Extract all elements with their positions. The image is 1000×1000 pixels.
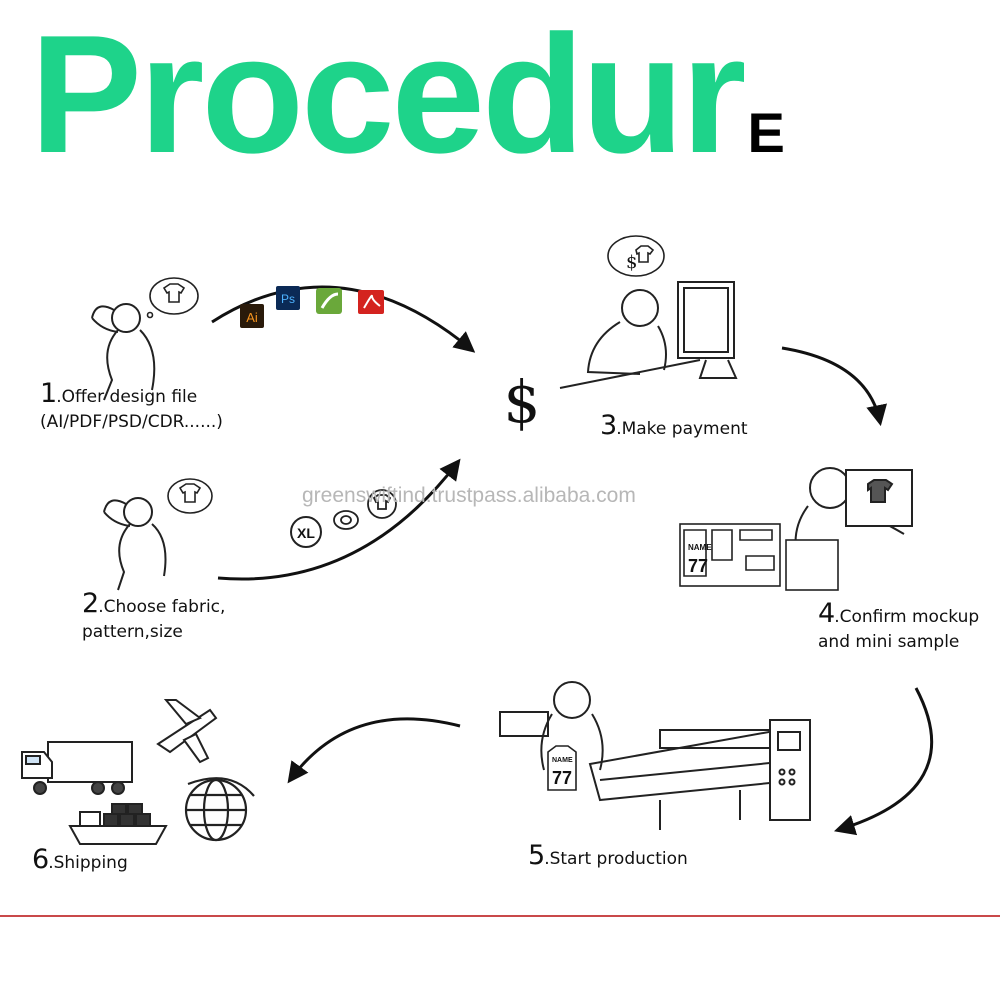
- step-3-number: 3: [600, 410, 617, 441]
- person-choosing-icon: [103, 497, 167, 591]
- globe-icon: [184, 777, 255, 842]
- step-4-number: 4: [818, 598, 835, 629]
- photoshop-file-icon: Ps: [276, 286, 300, 310]
- pdf-file-icon: [358, 290, 384, 314]
- size-xl-icon: XL: [290, 516, 322, 548]
- step-2-subtext: pattern,size: [82, 622, 183, 643]
- step-4-text: .Confirm mockup: [834, 607, 980, 627]
- step-1-label: 1.Offer design file (AI/PDF/PSD/CDR.....…: [40, 376, 223, 433]
- person-at-computer-icon: [559, 281, 738, 389]
- fabric-roll-icon: [333, 510, 359, 530]
- step-6-text: .Shipping: [48, 853, 128, 873]
- jersey-icon: NAME 77: [547, 745, 577, 791]
- tshirt-thought-bubble-icon: [167, 478, 213, 514]
- payment-thought-bubble-icon: $: [607, 235, 665, 277]
- step-5-label: 5.Start production: [528, 838, 688, 873]
- cargo-ship-icon: [68, 803, 168, 845]
- step-2-number: 2: [82, 588, 99, 619]
- illustrator-label: Ai: [246, 310, 258, 325]
- arrow-2-to-payment: [217, 458, 461, 581]
- truck-icon: [21, 741, 133, 795]
- bottom-divider: [0, 915, 1000, 917]
- watermark: greenswiftind.trustpass.alibaba.com: [302, 484, 636, 507]
- pattern-tshirt-icon: [367, 489, 397, 519]
- step-5-number: 5: [528, 840, 545, 871]
- step-1-text: .Offer design file: [56, 387, 198, 407]
- tshirt-thought-bubble-icon: [146, 277, 199, 319]
- jersey-number-label: 77: [552, 768, 572, 788]
- bubble-dollar-icon: $: [626, 252, 637, 273]
- step-4-label: 4.Confirm mockup and mini sample: [818, 596, 979, 653]
- person-thinking-icon: [91, 303, 156, 401]
- payment-dollar-icon: $: [504, 368, 541, 436]
- arrow-4-to-5: [833, 687, 934, 836]
- step-1-subtext: (AI/PDF/PSD/CDR......): [40, 412, 223, 433]
- jersey-name-label: NAME: [688, 543, 712, 552]
- page-title: ProcedurE: [30, 10, 785, 178]
- step-2-label: 2.Choose fabric, pattern,size: [82, 586, 225, 643]
- step-3-text: .Make payment: [616, 419, 748, 439]
- arrow-5-to-6: [287, 717, 461, 784]
- step-6-number: 6: [32, 844, 49, 875]
- airplane-icon: [156, 699, 218, 764]
- illustrator-file-icon: Ai: [240, 304, 264, 328]
- photoshop-label: Ps: [281, 292, 295, 306]
- title-main: Procedur: [30, 0, 747, 188]
- coreldraw-file-icon: [316, 288, 342, 314]
- step-3-label: 3.Make payment: [600, 408, 748, 443]
- jersey-name-label: NAME: [552, 757, 573, 764]
- size-xl-label: XL: [297, 525, 315, 541]
- jersey-number-label: 77: [688, 556, 708, 576]
- arrow-3-to-4: [781, 346, 887, 427]
- step-4-subtext: and mini sample: [818, 632, 960, 653]
- production-machine-icon: [499, 681, 811, 830]
- step-5-text: .Start production: [544, 849, 688, 869]
- step-2-text: .Choose fabric,: [98, 597, 226, 617]
- step-6-label: 6.Shipping: [32, 842, 128, 877]
- title-last-letter: E: [747, 101, 785, 164]
- step-1-number: 1: [40, 378, 57, 409]
- mockup-sheets-icon: NAME 77: [679, 523, 839, 591]
